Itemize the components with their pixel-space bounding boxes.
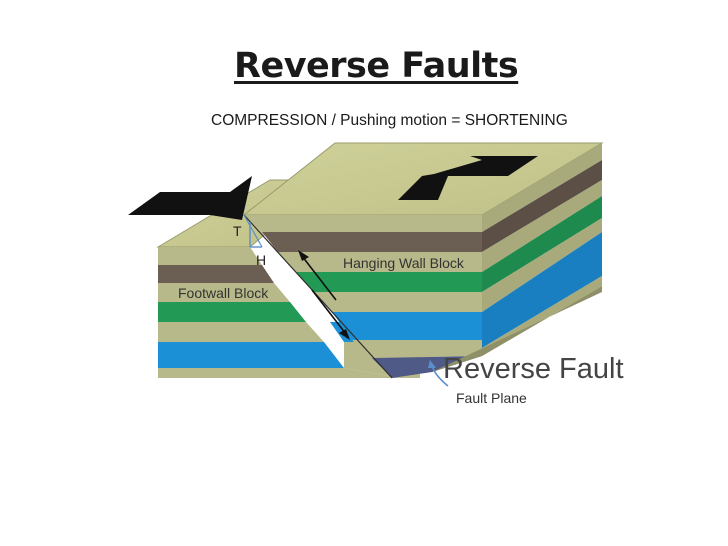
heave-label: H <box>256 252 266 268</box>
footwall-layer-tan-1 <box>158 247 262 265</box>
hanging-layer-tan-1 <box>244 215 482 232</box>
fault-plane-pointer-head <box>428 360 436 368</box>
hanging-layer-tan-2 <box>278 252 482 272</box>
footwall-layer-green <box>158 302 306 322</box>
fault-type-label: Reverse Fault <box>443 353 624 385</box>
side-layer-brown <box>482 160 602 252</box>
slip-arrow-down-head <box>339 329 350 340</box>
side-layer-tan-2 <box>482 180 602 272</box>
hanging-layer-brown <box>262 232 482 252</box>
side-layer-blue <box>482 232 602 348</box>
slip-arrows <box>298 250 350 340</box>
throw-label: T <box>233 223 242 239</box>
side-layer-tan-3 <box>482 218 602 312</box>
footwall-label: Footwall Block <box>178 285 269 301</box>
hanging-layer-tan-4 <box>352 340 482 358</box>
left-arrow-icon <box>128 176 252 220</box>
slip-arrow-up-head <box>298 250 309 261</box>
footwall-layer-tan-4 <box>158 368 400 378</box>
throw-heave-marker <box>243 214 263 248</box>
footwall-layer-brown <box>158 265 274 283</box>
fault-slip-line <box>243 214 263 248</box>
footwall-layer-blue <box>158 342 344 368</box>
side-layer-green <box>482 196 602 292</box>
side-layer-tan-1 <box>482 143 602 232</box>
slide-title: Reverse Faults <box>234 46 519 86</box>
slip-arrow-down <box>311 289 347 335</box>
hanging-layer-tan-3 <box>314 292 482 312</box>
hanging-layer-blue <box>332 312 482 340</box>
slip-arrow-up <box>301 255 337 301</box>
slide-subtitle: COMPRESSION / Pushing motion = SHORTENIN… <box>211 112 568 129</box>
footwall-layer-tan-3 <box>158 322 324 342</box>
hanging-layer-green <box>296 272 482 292</box>
footwall-layer-tan-2 <box>158 283 290 302</box>
right-arrow-icon <box>398 156 538 200</box>
hanging-wall-label: Hanging Wall Block <box>343 255 465 271</box>
fault-plane-label: Fault Plane <box>456 390 527 406</box>
